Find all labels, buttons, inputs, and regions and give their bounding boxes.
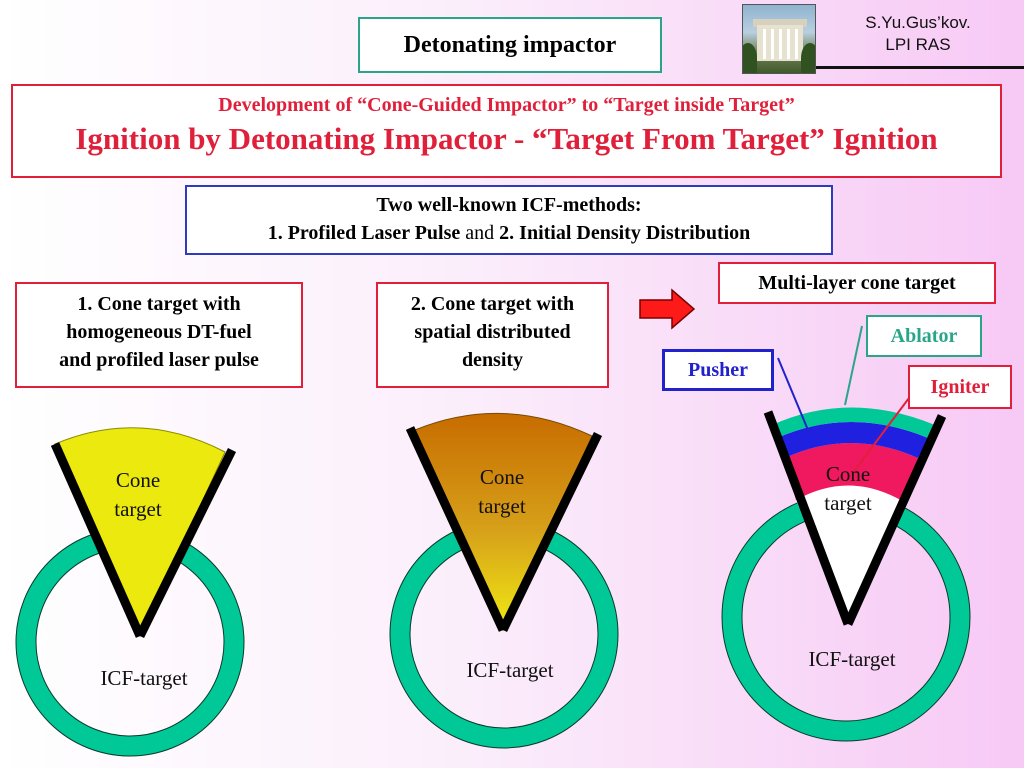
- author-credit: S.Yu.Gus’kov. LPI RAS: [818, 12, 1018, 56]
- cone-wall-left-2: [405, 426, 508, 632]
- method-2: 2. Initial Density Distribution: [499, 222, 751, 244]
- case-2-line-2: spatial distributed: [414, 321, 571, 343]
- cone-wall-left-1: [50, 442, 145, 638]
- development-banner: Development of “Cone-Guided Impactor” to…: [11, 84, 1002, 178]
- methods-list: 1. Profiled Laser Pulse and 2. Initial D…: [187, 219, 831, 247]
- ablator-layer: [772, 407, 935, 438]
- methods-heading: Two well-known ICF-methods:: [376, 194, 642, 216]
- cone-fill-2: [414, 412, 593, 632]
- cone-wall-right-1: [135, 448, 237, 638]
- author-affiliation: LPI RAS: [885, 35, 951, 54]
- diagram-1: [15, 427, 245, 757]
- cone-fill-1: [54, 427, 226, 638]
- development-subtitle: Development of “Cone-Guided Impactor” to…: [218, 94, 795, 116]
- case-2-box: 2. Cone target with spatial distributed …: [376, 282, 609, 388]
- cone-inner-white: [796, 485, 904, 622]
- case-1-box: 1. Cone target with homogeneous DT-fuel …: [15, 282, 303, 388]
- cone-label-1-line-2: target: [114, 497, 162, 521]
- cone-label-3: Cone target: [798, 460, 898, 518]
- icf-target-label-1: ICF-target: [100, 666, 188, 690]
- cone-label-3-line-1: Cone: [825, 462, 871, 486]
- cone-label-1: Cone target: [88, 466, 188, 524]
- diagram-2: [389, 412, 619, 749]
- header-divider: [816, 66, 1024, 69]
- igniter-label: Igniter: [908, 365, 1012, 409]
- cone-wall-right-3: [843, 414, 947, 626]
- cone-label-2: Cone target: [452, 463, 552, 521]
- icf-target-label-2: ICF-target: [466, 658, 554, 682]
- cone-label-2-line-1: Cone: [479, 465, 525, 489]
- icf-target-label-3: ICF-target: [808, 647, 896, 671]
- author-name: S.Yu.Gus’kov.: [865, 13, 971, 32]
- cone-label-1-line-1: Cone: [115, 468, 161, 492]
- multilayer-label-box: Multi-layer cone target: [718, 262, 996, 304]
- ablator-label: Ablator: [866, 315, 982, 357]
- methods-conjunction: and: [465, 222, 495, 244]
- case-2-line-3: density: [461, 349, 524, 371]
- development-headline: Ignition by Detonating Impactor - “Targe…: [75, 121, 938, 156]
- cone-wall-right-2: [498, 432, 603, 632]
- igniter-pointer: [851, 393, 913, 475]
- icf-methods-box: Two well-known ICF-methods: 1. Profiled …: [185, 185, 833, 255]
- right-arrow-icon: [639, 288, 696, 330]
- pusher-pointer: [777, 357, 809, 431]
- diagram-3: [721, 325, 971, 742]
- institute-building-photo: [742, 4, 816, 74]
- ablator-pointer: [844, 325, 863, 406]
- slide-title: Detonating impactor: [358, 17, 662, 73]
- case-1-line-1: 1. Cone target with: [77, 293, 241, 315]
- method-1: 1. Profiled Laser Pulse: [267, 222, 461, 244]
- case-1-line-3: and profiled laser pulse: [59, 349, 259, 371]
- case-2-line-1: 2. Cone target with: [410, 293, 575, 315]
- igniter-layer: [785, 443, 918, 502]
- pusher-label: Pusher: [662, 349, 774, 391]
- cone-label-3-line-2: target: [824, 491, 872, 515]
- case-1-line-2: homogeneous DT-fuel: [66, 321, 252, 343]
- pusher-layer: [777, 422, 928, 458]
- cone-wall-left-3: [763, 410, 853, 626]
- cone-label-2-line-2: target: [478, 494, 526, 518]
